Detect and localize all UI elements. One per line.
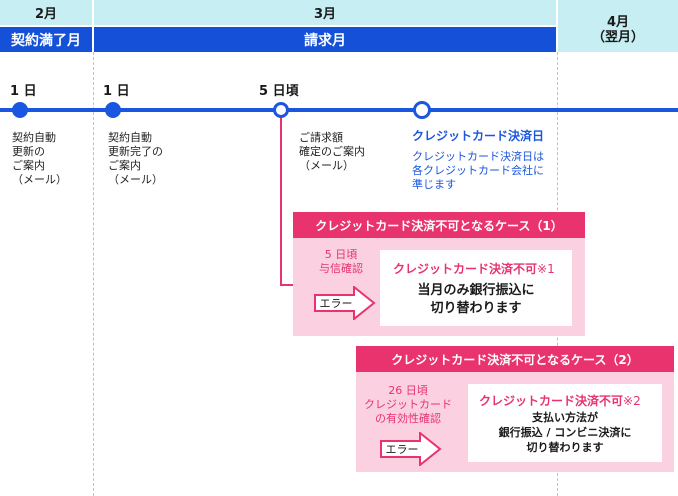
event-3-note: ご請求額 確定のご案内 （メール） xyxy=(299,131,365,173)
event-3-note-line: （メール） xyxy=(299,159,354,172)
event-2-note-line: 更新完了の xyxy=(108,145,163,158)
case-1-timing-line: 5 日頃 xyxy=(324,248,358,261)
month-apr-sub: （翌月） xyxy=(591,29,644,45)
case-2-timing: 26 日頃 クレジットカード の有効性確認 xyxy=(360,384,456,426)
event-1-note: 契約自動 更新の ご案内 （メール） xyxy=(12,131,67,187)
event-4-note-line: 各クレジットカード会社に xyxy=(412,164,544,177)
event-1-day: 1 日 xyxy=(10,84,37,99)
month-apr-header: 4月 （翌月） xyxy=(558,0,678,52)
case-2-timing-line: の有効性確認 xyxy=(375,412,441,425)
event-4-dot xyxy=(413,101,431,119)
event-1-note-line: ご案内 xyxy=(12,159,45,172)
event-2-note-line: ご案内 xyxy=(108,159,141,172)
event-2-note-line: （メール） xyxy=(108,173,163,186)
event-1-note-line: （メール） xyxy=(12,173,67,186)
case-1-header: クレジットカード決済不可となるケース（1） xyxy=(293,212,585,238)
event-2-day: 1 日 xyxy=(103,84,130,99)
separator-feb-mar xyxy=(93,52,94,496)
month-feb-label: 2月 xyxy=(0,0,92,25)
case-1-error-label: エラー xyxy=(319,297,353,310)
case-2-error-arrow-icon xyxy=(380,432,442,466)
event-1-note-line: 更新の xyxy=(12,145,45,158)
event-3-note-line: 確定のご案内 xyxy=(299,145,365,158)
case-1-timing: 5 日頃 与信確認 xyxy=(304,248,378,276)
case-2-result-line: 切り替わります xyxy=(526,441,604,454)
case-1-result-line: 切り替わります xyxy=(430,301,522,316)
event-2-dot xyxy=(105,102,121,118)
case-1-timing-line: 与信確認 xyxy=(319,262,363,275)
case-2-result-line: 銀行振込 / コンビニ決済に xyxy=(498,426,632,439)
case-2-result-line: 支払い方法が xyxy=(532,411,598,424)
case-2-result-title-text: クレジットカード決済不可 xyxy=(479,394,624,408)
case-2-result-text: 支払い方法が 銀行振込 / コンビニ決済に 切り替わります xyxy=(468,410,662,455)
event-3-note-line: ご請求額 xyxy=(299,131,343,144)
event-2-note-line: 契約自動 xyxy=(108,131,152,144)
case-2-timing-line: 26 日頃 xyxy=(388,384,428,397)
event-4-note-line: 準じます xyxy=(412,178,456,191)
event-4-note-line: クレジットカード決済日は xyxy=(412,150,544,163)
case-1-result-title: クレジットカード決済不可※1 xyxy=(393,260,555,277)
timeline-line xyxy=(0,108,678,112)
case-2-error-label: エラー xyxy=(385,443,419,456)
case-1-error-arrow-icon xyxy=(314,286,376,320)
case-2-result-title: クレジットカード決済不可※2 xyxy=(479,392,641,409)
case-1-result-mark: ※1 xyxy=(537,262,555,276)
event-1-note-line: 契約自動 xyxy=(12,131,56,144)
event-3-dot xyxy=(273,102,289,118)
month-apr-label: 4月 xyxy=(606,14,630,30)
event-4-note: クレジットカード決済日は 各クレジットカード会社に 準じます xyxy=(412,150,544,192)
phase-contract-end: 契約満了月 xyxy=(0,27,92,52)
case-1-result-title-text: クレジットカード決済不可 xyxy=(393,262,538,276)
case-1-result-text: 当月のみ銀行振込に 切り替わります xyxy=(380,282,572,318)
case-1-result-line: 当月のみ銀行振込に xyxy=(417,283,535,298)
month-mar-label: 3月 xyxy=(94,0,556,25)
event-3-day: 5 日頃 xyxy=(259,84,299,99)
event-4-title: クレジットカード決済日 xyxy=(412,129,545,143)
case-1-connector xyxy=(280,118,296,286)
event-2-note: 契約自動 更新完了の ご案内 （メール） xyxy=(108,131,163,187)
case-2-header: クレジットカード決済不可となるケース（2） xyxy=(356,346,674,372)
case-2-result-mark: ※2 xyxy=(623,394,641,408)
phase-billing: 請求月 xyxy=(94,27,556,52)
case-2-result-box xyxy=(468,384,662,462)
case-1-result-box xyxy=(380,250,572,326)
case-2-timing-line: クレジットカード xyxy=(364,398,452,411)
event-1-dot xyxy=(12,102,28,118)
